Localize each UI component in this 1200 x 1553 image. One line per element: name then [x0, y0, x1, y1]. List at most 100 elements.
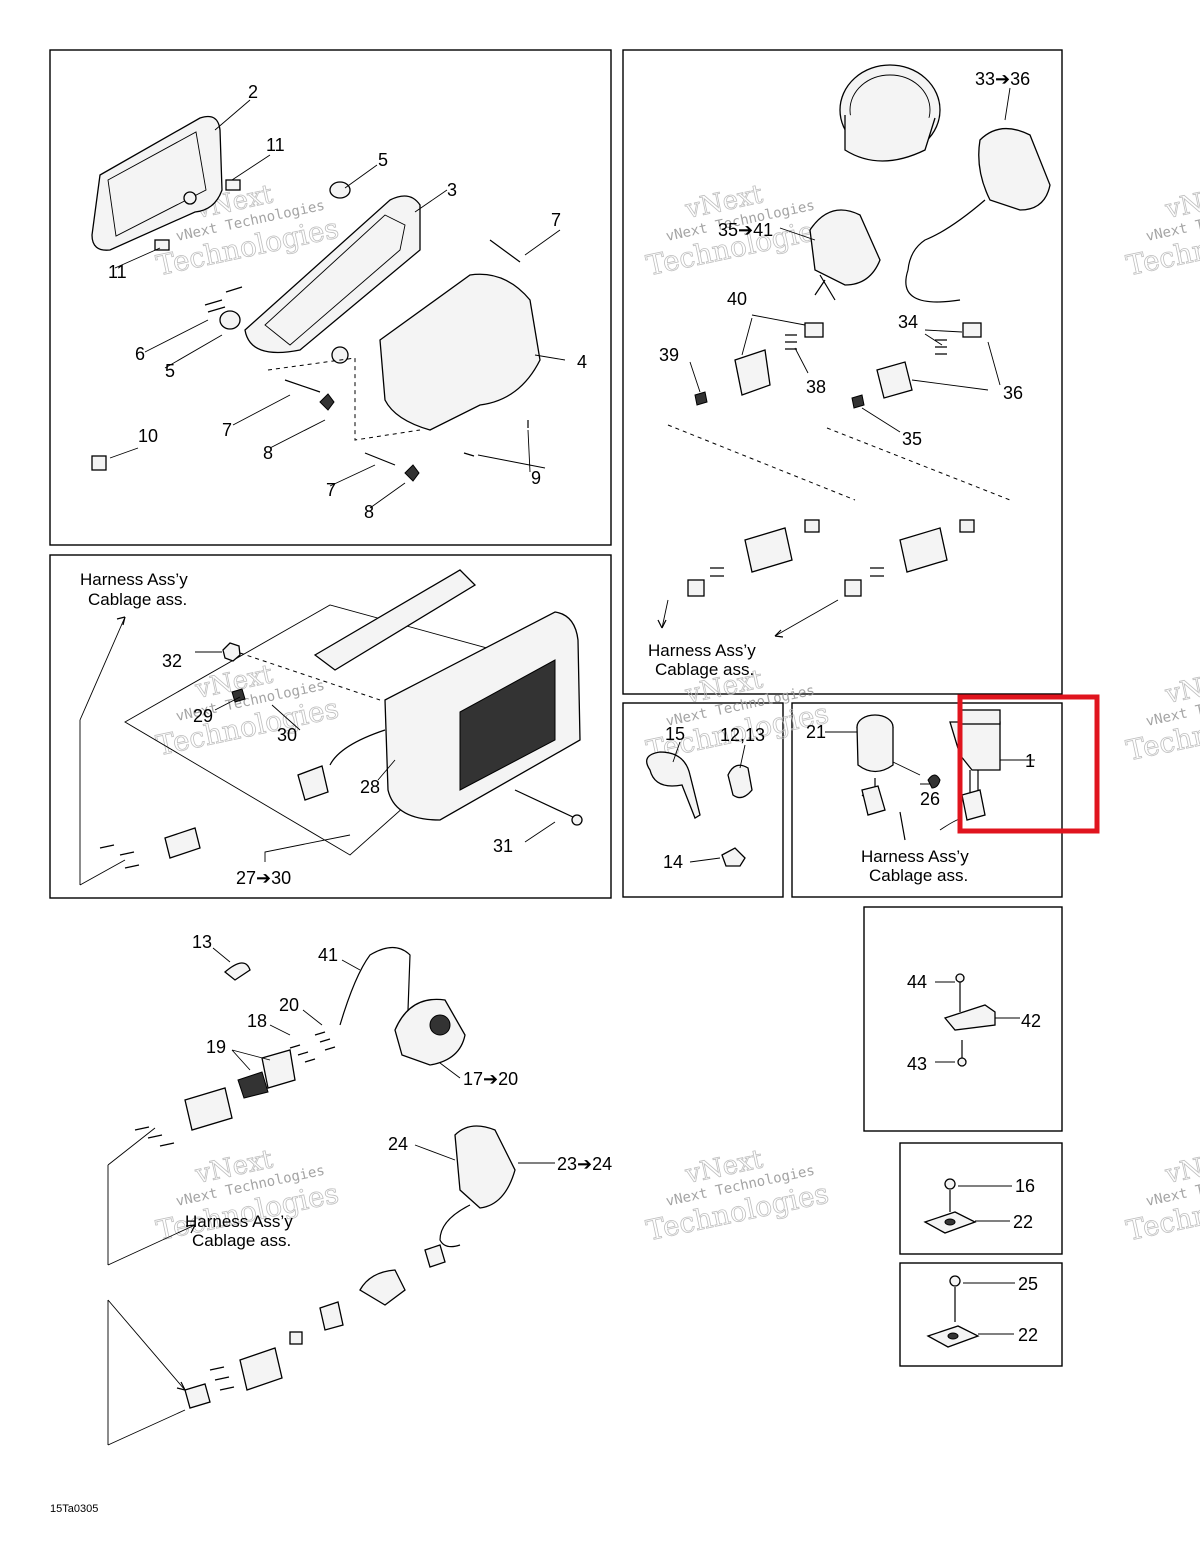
callout-10: 10 — [138, 426, 158, 446]
panel-gauges — [622, 49, 1063, 695]
highlight-box-part-1 — [957, 694, 1100, 834]
harness-label-en: Harness Ass’y — [185, 1212, 293, 1231]
part-44-screw — [955, 973, 965, 983]
clip-16-assembly — [923, 1178, 1012, 1234]
part-16-screw — [944, 1178, 956, 1190]
housing-cover — [379, 273, 541, 431]
callout-19: 19 — [206, 1037, 226, 1057]
part-43-nut — [957, 1057, 967, 1067]
harness-label-en: Harness Ass’y — [861, 847, 969, 866]
part-12-13-clip — [727, 764, 753, 799]
part-19-plug — [237, 1071, 269, 1099]
part-11-clip-top — [225, 179, 241, 191]
part-23-24-switch — [454, 1125, 516, 1209]
callout-2: 2 — [248, 82, 258, 102]
callout-28: 28 — [360, 777, 380, 797]
gauge-33-36 — [978, 128, 1051, 211]
harness-label-fr: Cablage ass. — [655, 660, 754, 679]
callout-31: 31 — [493, 836, 513, 856]
part-42-bracket — [943, 1004, 996, 1031]
harness-label-fr: Cablage ass. — [88, 590, 187, 609]
harness-labels: Harness Ass’y Cablage ass. Harness Ass’y… — [80, 570, 969, 1250]
callout-23-24: 23➔24 — [557, 1154, 612, 1174]
callout-labels: 2 11 5 3 7 11 6 5 4 7 10 8 9 7 8 33➔36 3… — [108, 69, 1041, 1345]
callout-8-top: 8 — [263, 443, 273, 463]
lens-gasket — [313, 569, 477, 671]
taillight-assembly — [79, 569, 583, 886]
part-39 — [694, 391, 708, 406]
callout-1: 1 — [1025, 751, 1035, 771]
panel-socket — [791, 702, 1063, 898]
harness-label-fr: Cablage ass. — [869, 866, 968, 885]
callout-9: 9 — [531, 468, 541, 488]
harness-label-en: Harness Ass’y — [648, 641, 756, 660]
callout-5-side: 5 — [165, 361, 175, 381]
callout-14: 14 — [663, 852, 683, 872]
callout-22-bottom: 22 — [1018, 1325, 1038, 1345]
callout-35-41: 35➔41 — [718, 220, 773, 240]
part-8-knob-bottom — [404, 464, 420, 482]
callout-6: 6 — [135, 344, 145, 364]
callout-41: 41 — [318, 945, 338, 965]
socket-assembly — [825, 709, 1035, 841]
callout-11-bottom: 11 — [108, 262, 127, 282]
callout-21: 21 — [806, 722, 826, 742]
callout-40: 40 — [727, 289, 747, 309]
panel-headlight — [49, 49, 612, 546]
panel-clip-25 — [899, 1262, 1063, 1367]
headlight-assembly — [91, 99, 566, 509]
callout-30: 30 — [277, 725, 297, 745]
callout-13: 13 — [192, 932, 212, 952]
part-8-knob-top — [319, 393, 335, 411]
callout-32: 32 — [162, 651, 182, 671]
part-36-connector — [876, 361, 913, 399]
part-5-grommet-side — [219, 310, 241, 330]
gauge-body — [844, 115, 936, 162]
callout-5-top: 5 — [378, 150, 388, 170]
part-15-cable-tie — [646, 751, 701, 819]
callout-7-top: 7 — [551, 210, 561, 230]
part-26-grease — [927, 774, 941, 789]
bracket-assembly — [935, 973, 1020, 1067]
harness-label-en: Harness Ass’y — [80, 570, 188, 589]
callout-4: 4 — [577, 352, 587, 372]
part-14-screw — [721, 847, 746, 867]
part-13-cable-tie — [223, 962, 251, 981]
gauges-assembly — [657, 64, 1051, 638]
figure-code: 15Ta0305 — [50, 1503, 98, 1515]
callout-35: 35 — [902, 429, 922, 449]
callout-38: 38 — [806, 377, 826, 397]
part-40-connector — [734, 349, 771, 396]
lamp-plug — [297, 765, 329, 801]
callout-33-36: 33➔36 — [975, 69, 1030, 89]
part-25-screw — [949, 1275, 961, 1287]
harness-label-fr: Cablage ass. — [192, 1231, 291, 1250]
callout-27-30: 27➔30 — [236, 868, 291, 888]
part-36-seal — [962, 322, 982, 338]
callout-7-bottom: 7 — [326, 480, 336, 500]
panel-clip-16 — [899, 1142, 1063, 1255]
switch-harness-assembly — [107, 946, 555, 1446]
callout-34: 34 — [898, 312, 918, 332]
part-10-clip — [91, 455, 107, 471]
housing-frame — [244, 195, 421, 354]
callout-18: 18 — [247, 1011, 267, 1031]
callout-26: 26 — [920, 789, 940, 809]
callout-15: 15 — [665, 724, 685, 744]
part-35 — [851, 394, 865, 409]
callout-22-top: 22 — [1013, 1212, 1033, 1232]
part-29 — [231, 688, 246, 703]
callout-11-top: 11 — [266, 135, 285, 155]
callout-29: 29 — [193, 706, 213, 726]
lamp-lens-grille — [459, 659, 556, 791]
callout-20: 20 — [279, 995, 299, 1015]
callout-43: 43 — [907, 1054, 927, 1074]
part-5-grommet-top — [329, 181, 351, 199]
panel-ties — [622, 702, 784, 898]
callout-24: 24 — [388, 1134, 408, 1154]
panel-taillight — [49, 554, 612, 899]
callout-17-20: 17➔20 — [463, 1069, 518, 1089]
ties-assembly — [646, 741, 753, 867]
callout-36: 36 — [1003, 383, 1023, 403]
